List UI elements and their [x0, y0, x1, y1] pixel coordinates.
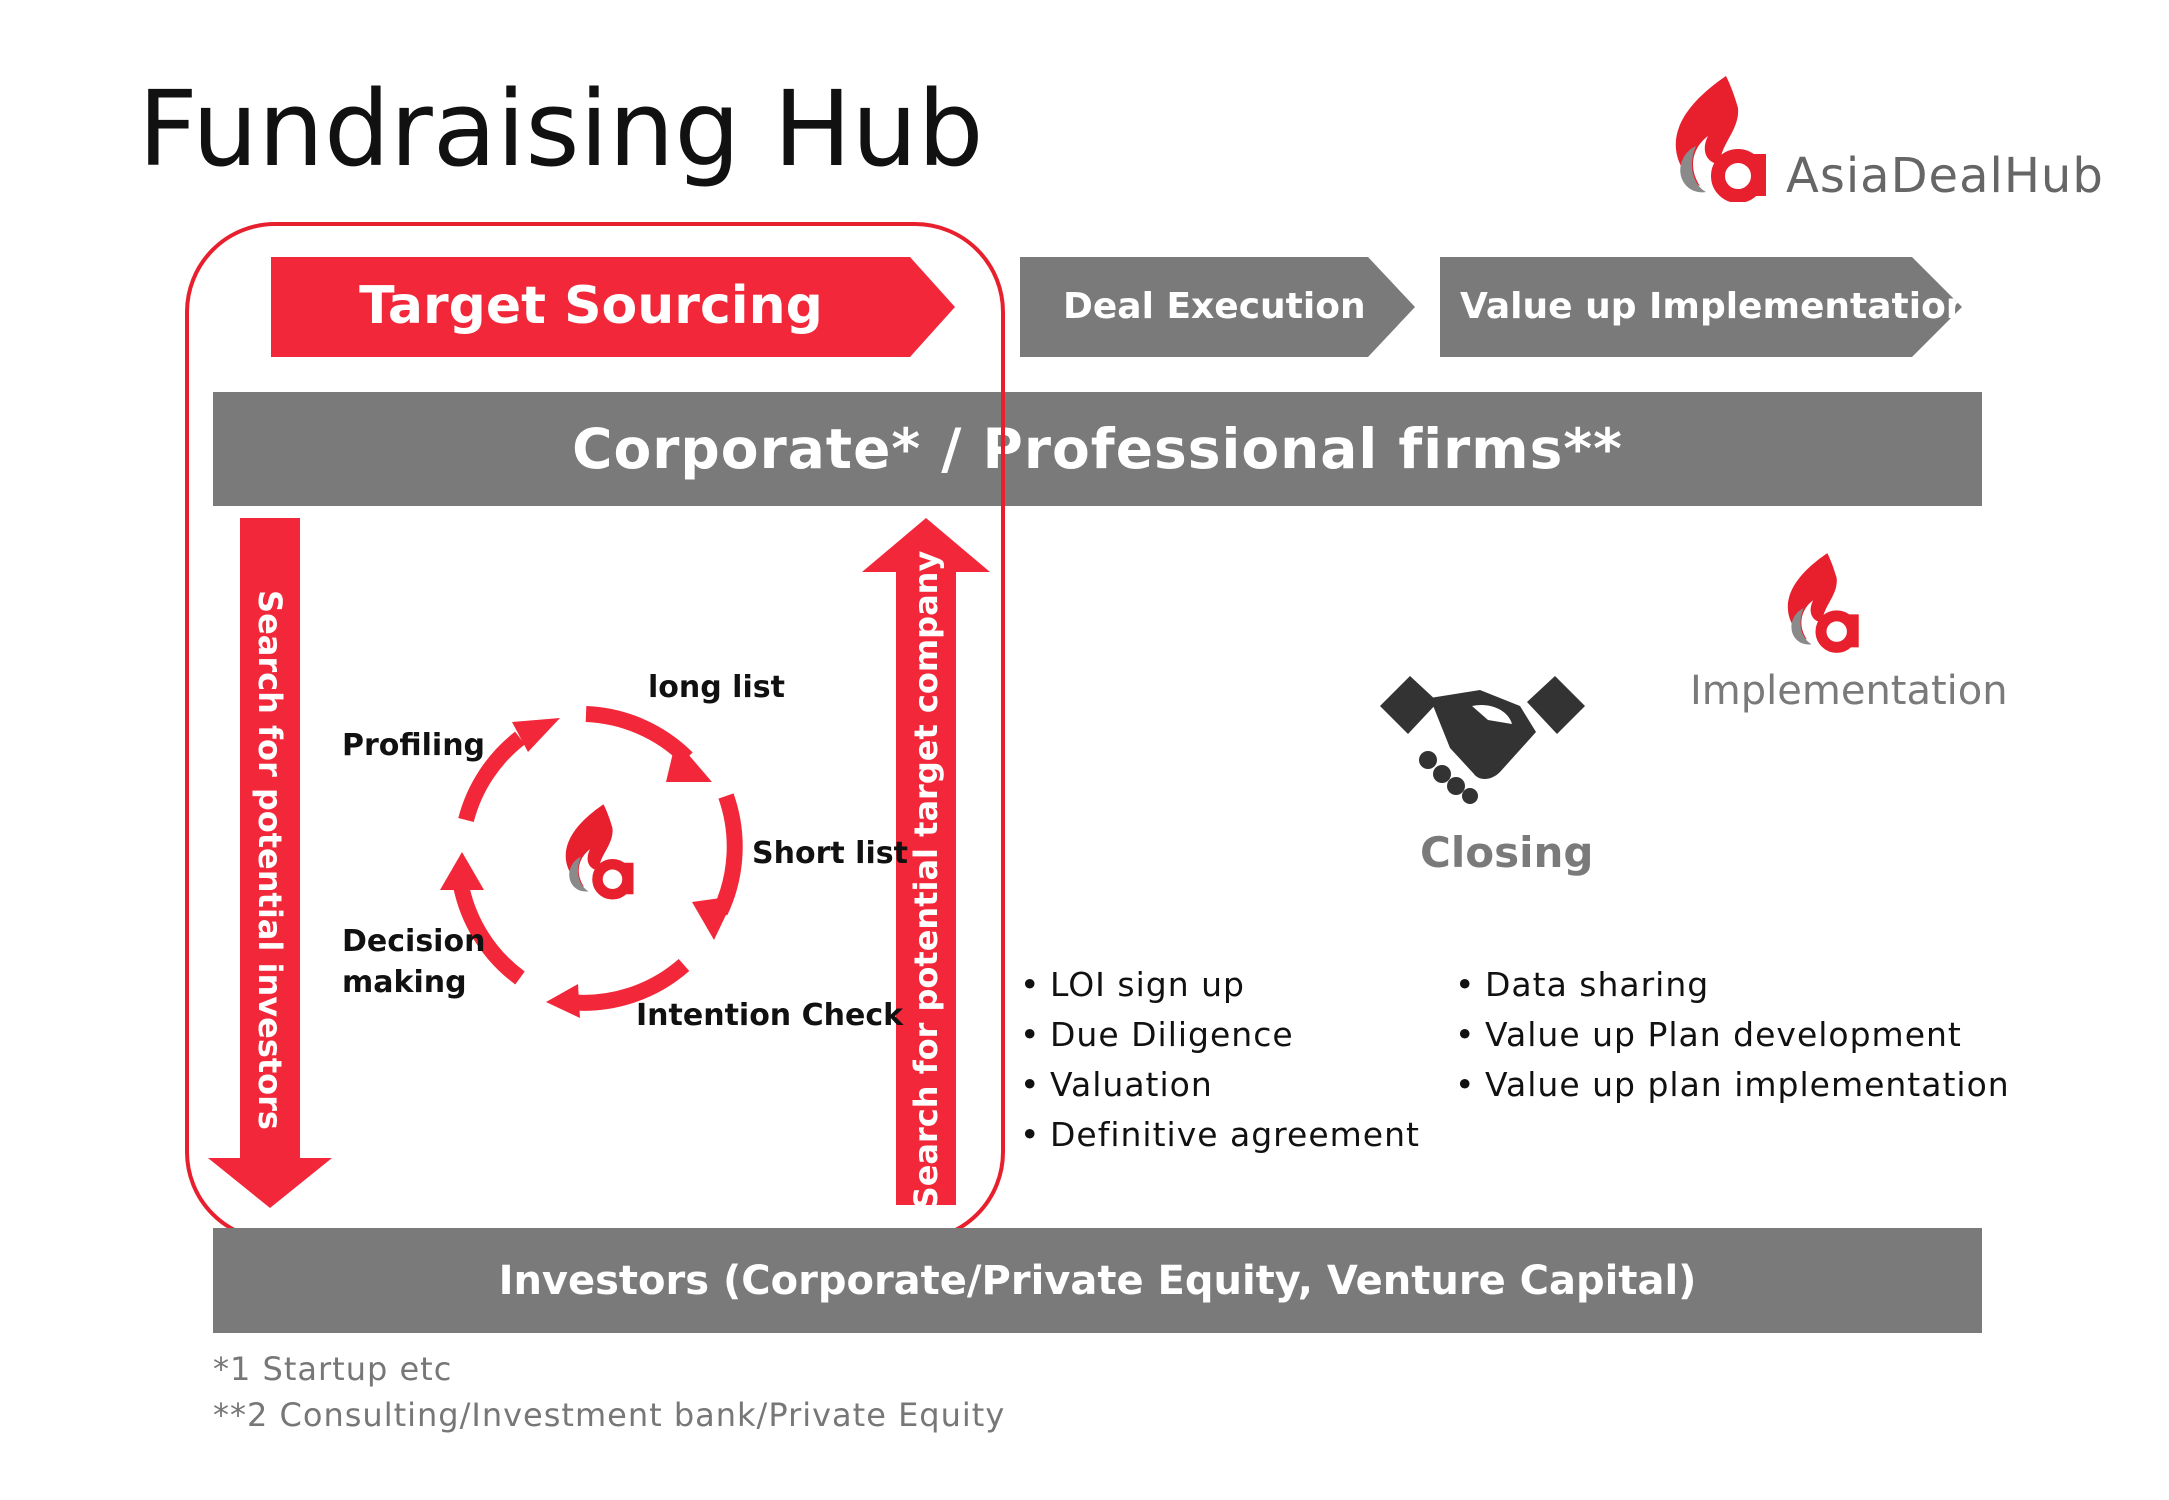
- cycle-head-2: [692, 896, 735, 940]
- corporate-professional-bar: Corporate* / Professional firms**: [213, 392, 1982, 506]
- up-arrow-shape: [862, 518, 990, 1205]
- page-title: Fundraising Hub: [138, 68, 984, 190]
- cycle-label-long-list: long list: [648, 670, 785, 705]
- stage-chevrons: [271, 257, 1962, 357]
- cycle-label-profiling: Profiling: [342, 728, 486, 763]
- closing-label: Closing: [1420, 828, 1594, 877]
- implementation-bullet: Value up plan implementation: [1455, 1060, 2010, 1110]
- down-arrow-shape: [208, 518, 332, 1208]
- implementation-logo-icon: [1787, 553, 1859, 653]
- handshake-icon: [1380, 676, 1585, 804]
- footnote-2: **2 Consulting/Investment bank/Private E…: [213, 1396, 1006, 1434]
- stage-deal-execution-shape: [1020, 257, 1415, 357]
- cycle-label-short-list: Short list: [752, 836, 908, 871]
- cycle-head-1: [666, 740, 712, 782]
- stage-value-up-label: Value up Implementation: [1460, 286, 1972, 327]
- cycle-arc-short-list: [712, 793, 743, 916]
- cycle-arc-decision: [452, 878, 525, 985]
- cycle-arc-intention: [567, 958, 690, 1011]
- stage-deal-execution-label: Deal Execution: [1063, 286, 1366, 327]
- stage-target-sourcing-label: Target Sourcing: [359, 276, 823, 336]
- cycle-head-4: [440, 852, 484, 890]
- closing-bullet: Definitive agreement: [1020, 1110, 1420, 1160]
- implementation-bullet: Value up Plan development: [1455, 1010, 2010, 1060]
- closing-bullet: LOI sign up: [1020, 960, 1420, 1010]
- closing-bullet: Valuation: [1020, 1060, 1420, 1110]
- stage-target-sourcing-shape: [271, 257, 955, 357]
- implementation-bullets: Data sharing Value up Plan development V…: [1455, 960, 2010, 1110]
- cycle-label-decision-making: Decision making: [342, 924, 486, 1000]
- footnote-1: *1 Startup etc: [213, 1350, 453, 1388]
- closing-bullets: LOI sign up Due Diligence Valuation Defi…: [1020, 960, 1420, 1160]
- stage-value-up-shape: [1440, 257, 1962, 357]
- brand-name: AsiaDealHub: [1786, 148, 2104, 204]
- cycle-center-logo-icon: [565, 804, 634, 900]
- cycle-arc-profiling: [458, 731, 526, 823]
- cycle-head-5: [512, 718, 560, 752]
- implementation-label: Implementation: [1690, 668, 2008, 714]
- cycle-arrows: [440, 706, 743, 1018]
- cycle-arc-long-list: [585, 706, 693, 764]
- investors-bar: Investors (Corporate/Private Equity, Ven…: [213, 1228, 1982, 1333]
- vertical-arrows: [208, 518, 990, 1208]
- closing-bullet: Due Diligence: [1020, 1010, 1420, 1060]
- cycle-head-3: [546, 984, 580, 1018]
- implementation-bullet: Data sharing: [1455, 960, 2010, 1010]
- cycle-label-intention-check: Intention Check: [636, 998, 904, 1033]
- brand-logo-icon: [1675, 76, 1766, 202]
